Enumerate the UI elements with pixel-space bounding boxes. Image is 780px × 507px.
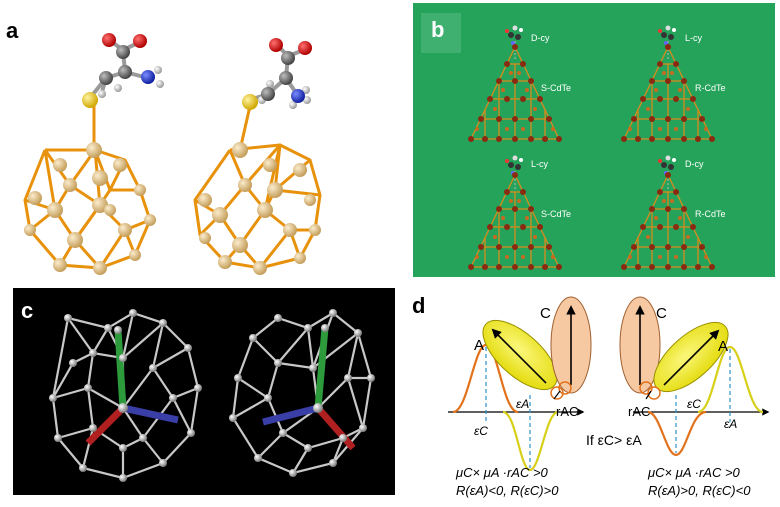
cysteine-molecule-right xyxy=(238,38,312,151)
equation1-right: μC× μA ·rAC >0 xyxy=(647,465,741,480)
label-rac-right: rAC xyxy=(628,404,650,419)
cage-left xyxy=(49,309,202,482)
panel-b-illustration: D-cy S-CdTe L-cy R-CdTe L-cy S-CdTe D-cy… xyxy=(467,25,726,271)
cdte-cluster-right xyxy=(193,142,322,275)
cysteine-molecule-left xyxy=(82,33,164,150)
structure-d-cy-s-cdte: D-cy S-CdTe xyxy=(467,25,571,143)
curve-yellow-left xyxy=(502,410,559,472)
scheme-right: C A rAC εC εA μC× μA ·rAC >0 R(εA)>0, R(… xyxy=(619,296,770,498)
panel-b: b xyxy=(413,3,775,277)
panel-c-illustration xyxy=(49,309,375,482)
equation1-left: μC× μA ·rAC >0 xyxy=(455,465,549,480)
equation2-right: R(εA)>0, R(εC)<0 xyxy=(648,483,751,498)
panel-d-label: d xyxy=(412,293,426,318)
tag-mol-4: D-cy xyxy=(685,159,704,169)
label-rac-left: rAC xyxy=(556,404,578,419)
structure-d-cy-r-cdte: D-cy R-CdTe xyxy=(620,155,726,271)
label-ea-left: εA xyxy=(516,397,529,411)
label-a-left: A xyxy=(474,337,484,354)
label-c-right: C xyxy=(656,305,667,322)
cage-right xyxy=(229,309,375,477)
curve-yellow-right xyxy=(697,345,764,414)
tag-crystal-4: R-CdTe xyxy=(695,209,726,219)
panel-b-label-box xyxy=(421,13,461,53)
label-ec-left: εC xyxy=(474,424,488,438)
dipole-a-arrow-left xyxy=(491,328,547,384)
tag-crystal-2: R-CdTe xyxy=(695,83,726,93)
panel-a-label: a xyxy=(6,18,19,43)
panel-a: a xyxy=(0,0,400,280)
structure-l-cy-s-cdte: L-cy S-CdTe xyxy=(467,155,571,271)
tag-mol-2: L-cy xyxy=(685,33,703,43)
panel-b-label: b xyxy=(431,17,445,42)
label-ea-right: εA xyxy=(724,417,737,431)
panel-a-illustration xyxy=(23,33,322,275)
label-a-right: A xyxy=(718,338,728,355)
condition-text: If εC> εA xyxy=(586,432,642,448)
curve-orange-right xyxy=(647,410,707,457)
dipole-a-arrow-right xyxy=(663,329,720,386)
panel-d-illustration: A C rAC εC εA μC× μA ·rAC >0 R(εA)<0, R(… xyxy=(448,296,770,498)
equation2-left: R(εA)<0, R(εC)>0 xyxy=(456,483,559,498)
label-c-left: C xyxy=(540,305,551,322)
label-ec-right: εC xyxy=(687,397,701,411)
cdte-cluster-left xyxy=(23,142,156,275)
structure-l-cy-r-cdte: L-cy R-CdTe xyxy=(620,25,726,143)
panel-c-label: c xyxy=(21,298,34,323)
panel-c: c xyxy=(13,288,395,495)
panel-d: d xyxy=(408,285,780,507)
tag-crystal-1: S-CdTe xyxy=(541,83,571,93)
scheme-left: A C rAC εC εA μC× μA ·rAC >0 R(εA)<0, R(… xyxy=(448,296,592,498)
tag-mol-3: L-cy xyxy=(531,159,549,169)
tag-crystal-3: S-CdTe xyxy=(541,209,571,219)
tag-mol-1: D-cy xyxy=(531,33,550,43)
